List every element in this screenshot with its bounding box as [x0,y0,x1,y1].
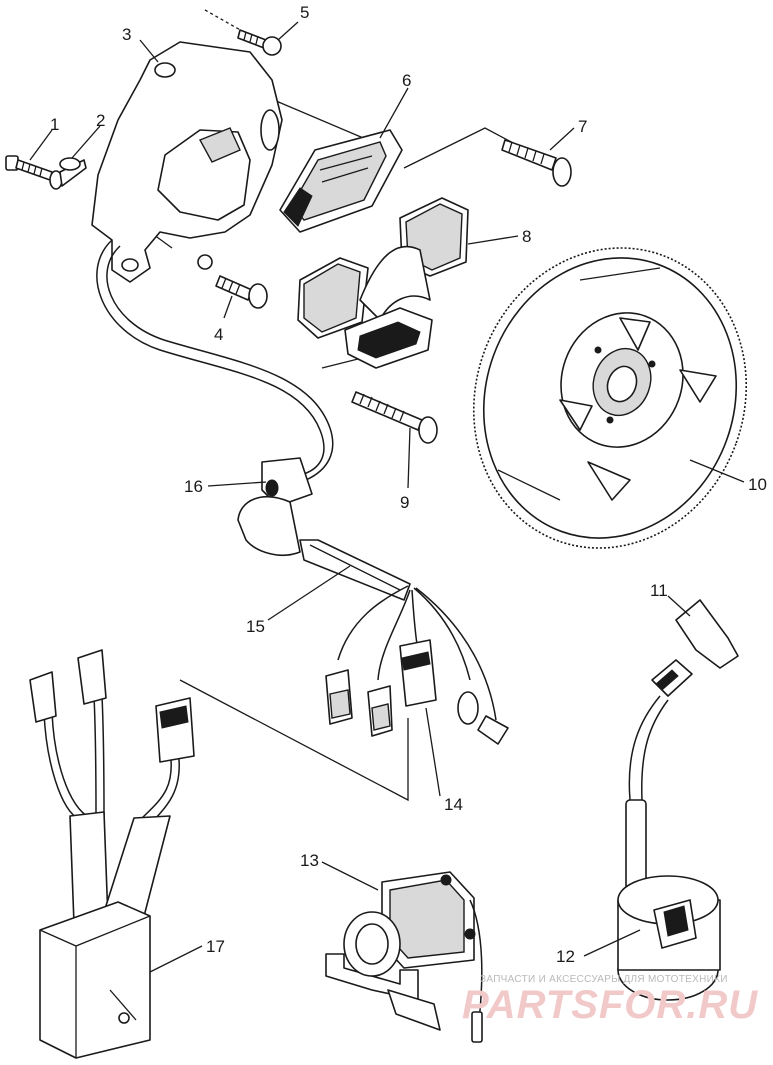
callout-17: 17 [206,937,225,956]
pulser-module-6 [279,129,403,233]
screw-5 [237,29,282,56]
ignition-coil-12 [617,695,721,1001]
screw-7 [501,139,572,187]
callout-14: 14 [444,795,463,814]
watermark-tagline: ЗАПЧАСТИ И АКСЕССУАРЫ ДЛЯ МОТОТЕХНИКИ [480,974,728,985]
callout-16: 16 [184,477,203,496]
screw-9 [351,391,438,444]
stator-harness [96,239,411,601]
screw-1 [5,155,53,181]
callout-5: 5 [300,3,309,22]
callout-3: 3 [122,25,131,44]
flywheel-10 [472,247,748,549]
connector-bundle-14 [325,585,509,745]
starter-solenoid-13 [325,871,483,1043]
callout-4: 4 [214,325,223,344]
callout-11: 11 [650,581,668,600]
callout-6: 6 [402,71,411,90]
callout-2: 2 [96,111,105,130]
callout-1: 1 [50,115,59,134]
callout-12: 12 [556,947,575,966]
watermark: ЗАПЧАСТИ И АКСЕССУАРЫ ДЛЯ МОТОТЕХНИКИ PA… [462,974,758,1027]
callout-8: 8 [522,227,531,246]
callout-10: 10 [748,475,767,494]
stator-plate [91,41,283,283]
callout-13: 13 [300,851,319,870]
pin-2 [49,157,87,190]
spark-plug-cap-11 [651,599,739,697]
callout-labels: 1 2 3 4 5 6 7 8 9 10 11 12 13 14 15 16 1… [50,3,767,966]
cdi-box-17 [29,649,195,1059]
stator-coils-8 [297,197,469,369]
callout-15: 15 [246,617,265,636]
callout-7: 7 [578,117,587,136]
screw-4 [215,275,268,309]
callout-9: 9 [400,493,409,512]
watermark-logo: PARTSFOR.RU [462,983,758,1027]
callout-leaders [29,21,745,973]
